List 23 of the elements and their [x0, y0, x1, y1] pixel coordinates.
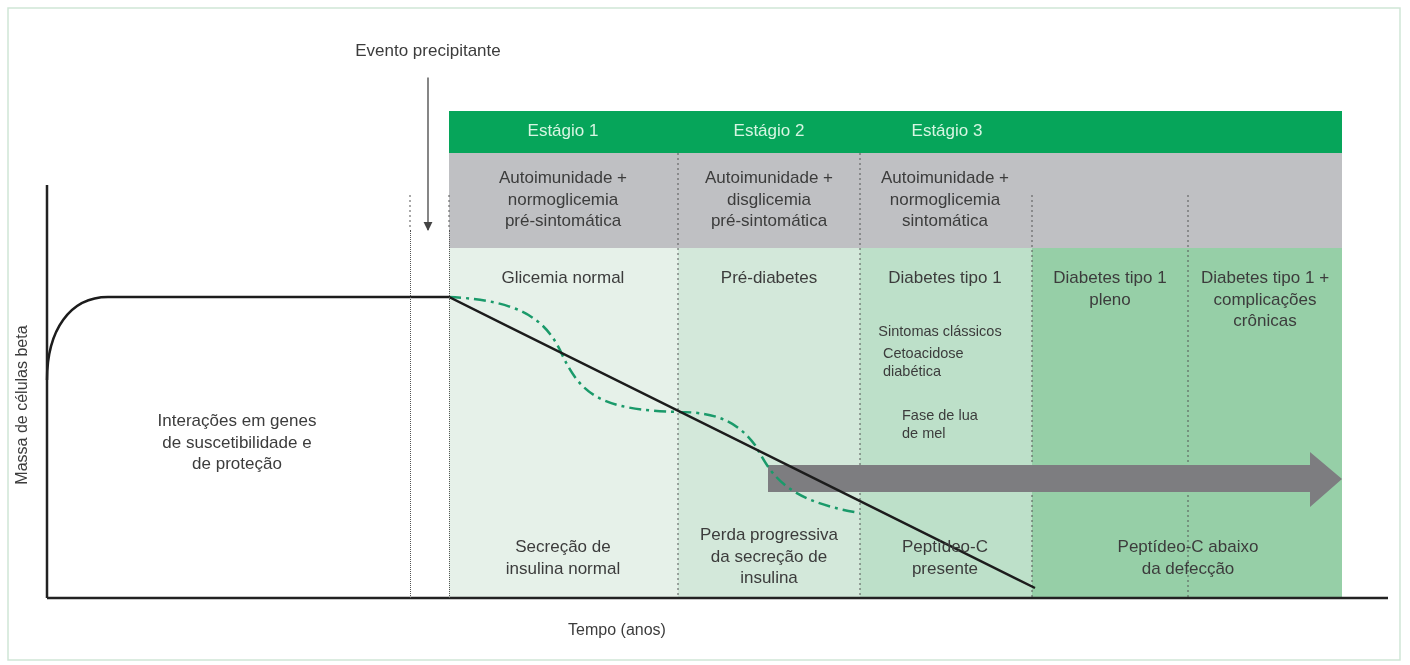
text-label: Fase de lua de mel: [902, 406, 979, 443]
phase-label: Autoimunidade + normoglicemia sintomática: [879, 167, 1011, 232]
text-label: Glicemia normal: [500, 267, 626, 289]
text-label: Diabetes tipo 1 + complicações crônicas: [1200, 267, 1330, 332]
event-window: [409, 230, 450, 598]
text-label: Sintomas clássicos: [877, 322, 1003, 341]
stage-label: Estágio 3: [910, 120, 984, 142]
text-label: Diabetes tipo 1 pleno: [1052, 267, 1168, 311]
text-label: Cetoacidose diabética: [883, 344, 965, 381]
phase-label: Autoimunidade + disglicemia pré-sintomática: [703, 167, 835, 232]
text-label: Interações em genes de suscetibilidade e de proteção: [156, 410, 318, 475]
stage-label: Estágio 2: [732, 120, 806, 142]
text-label: Diabetes tipo 1: [887, 267, 1003, 289]
arrow: [423, 76, 433, 231]
axis-title: Tempo (anos): [567, 620, 667, 640]
text-label: Peptídeo-C abaixo da defecção: [1116, 536, 1260, 580]
text-label: Perda progressiva da secreção de insulina: [699, 524, 839, 589]
text-label: Pré-diabetes: [719, 267, 819, 289]
stage-label: Estágio 1: [526, 120, 600, 142]
text-label: Secreção de insulina normal: [504, 536, 622, 580]
phase-label: Autoimunidade + normoglicemia pré-sintomática: [497, 167, 629, 232]
axis-title: Massa de células beta: [12, 324, 31, 487]
event-label: Evento precipitante: [328, 40, 528, 62]
